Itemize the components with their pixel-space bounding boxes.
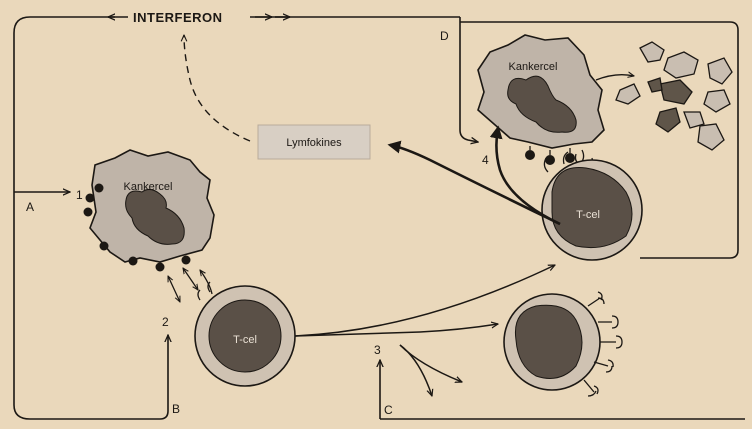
kankercel-right-label: Kankercel (509, 61, 558, 73)
cancer-cell-fragments (616, 42, 732, 150)
marker-d: D (440, 29, 449, 43)
kankercel-left-label: Kankercel (124, 181, 173, 193)
t-cell-right: T-cel (542, 152, 642, 260)
step-2: 2 (162, 315, 169, 329)
t-cell-center: T-cel (195, 282, 295, 386)
marker-b: B (172, 402, 180, 416)
destruction-arrow (596, 75, 634, 80)
interferon-label: INTERFERON (133, 10, 223, 25)
marker-c: C (384, 403, 393, 417)
t-cel-center-label: T-cel (233, 334, 257, 346)
lymfokines-label: Lymfokines (286, 137, 342, 149)
memory-cell-bottom-right (504, 292, 622, 396)
step-1: 1 (76, 188, 83, 202)
t-cel-right-label: T-cel (576, 209, 600, 221)
lymfokines-box: Lymfokines (258, 125, 370, 159)
binding-arrows (168, 268, 212, 302)
marker-a: A (26, 200, 34, 214)
lymfokines-to-interferon-arrow (184, 35, 250, 141)
step-4: 4 (482, 153, 489, 167)
step-3: 3 (374, 343, 381, 357)
cancer-cell-left: Kankercel (84, 150, 215, 272)
